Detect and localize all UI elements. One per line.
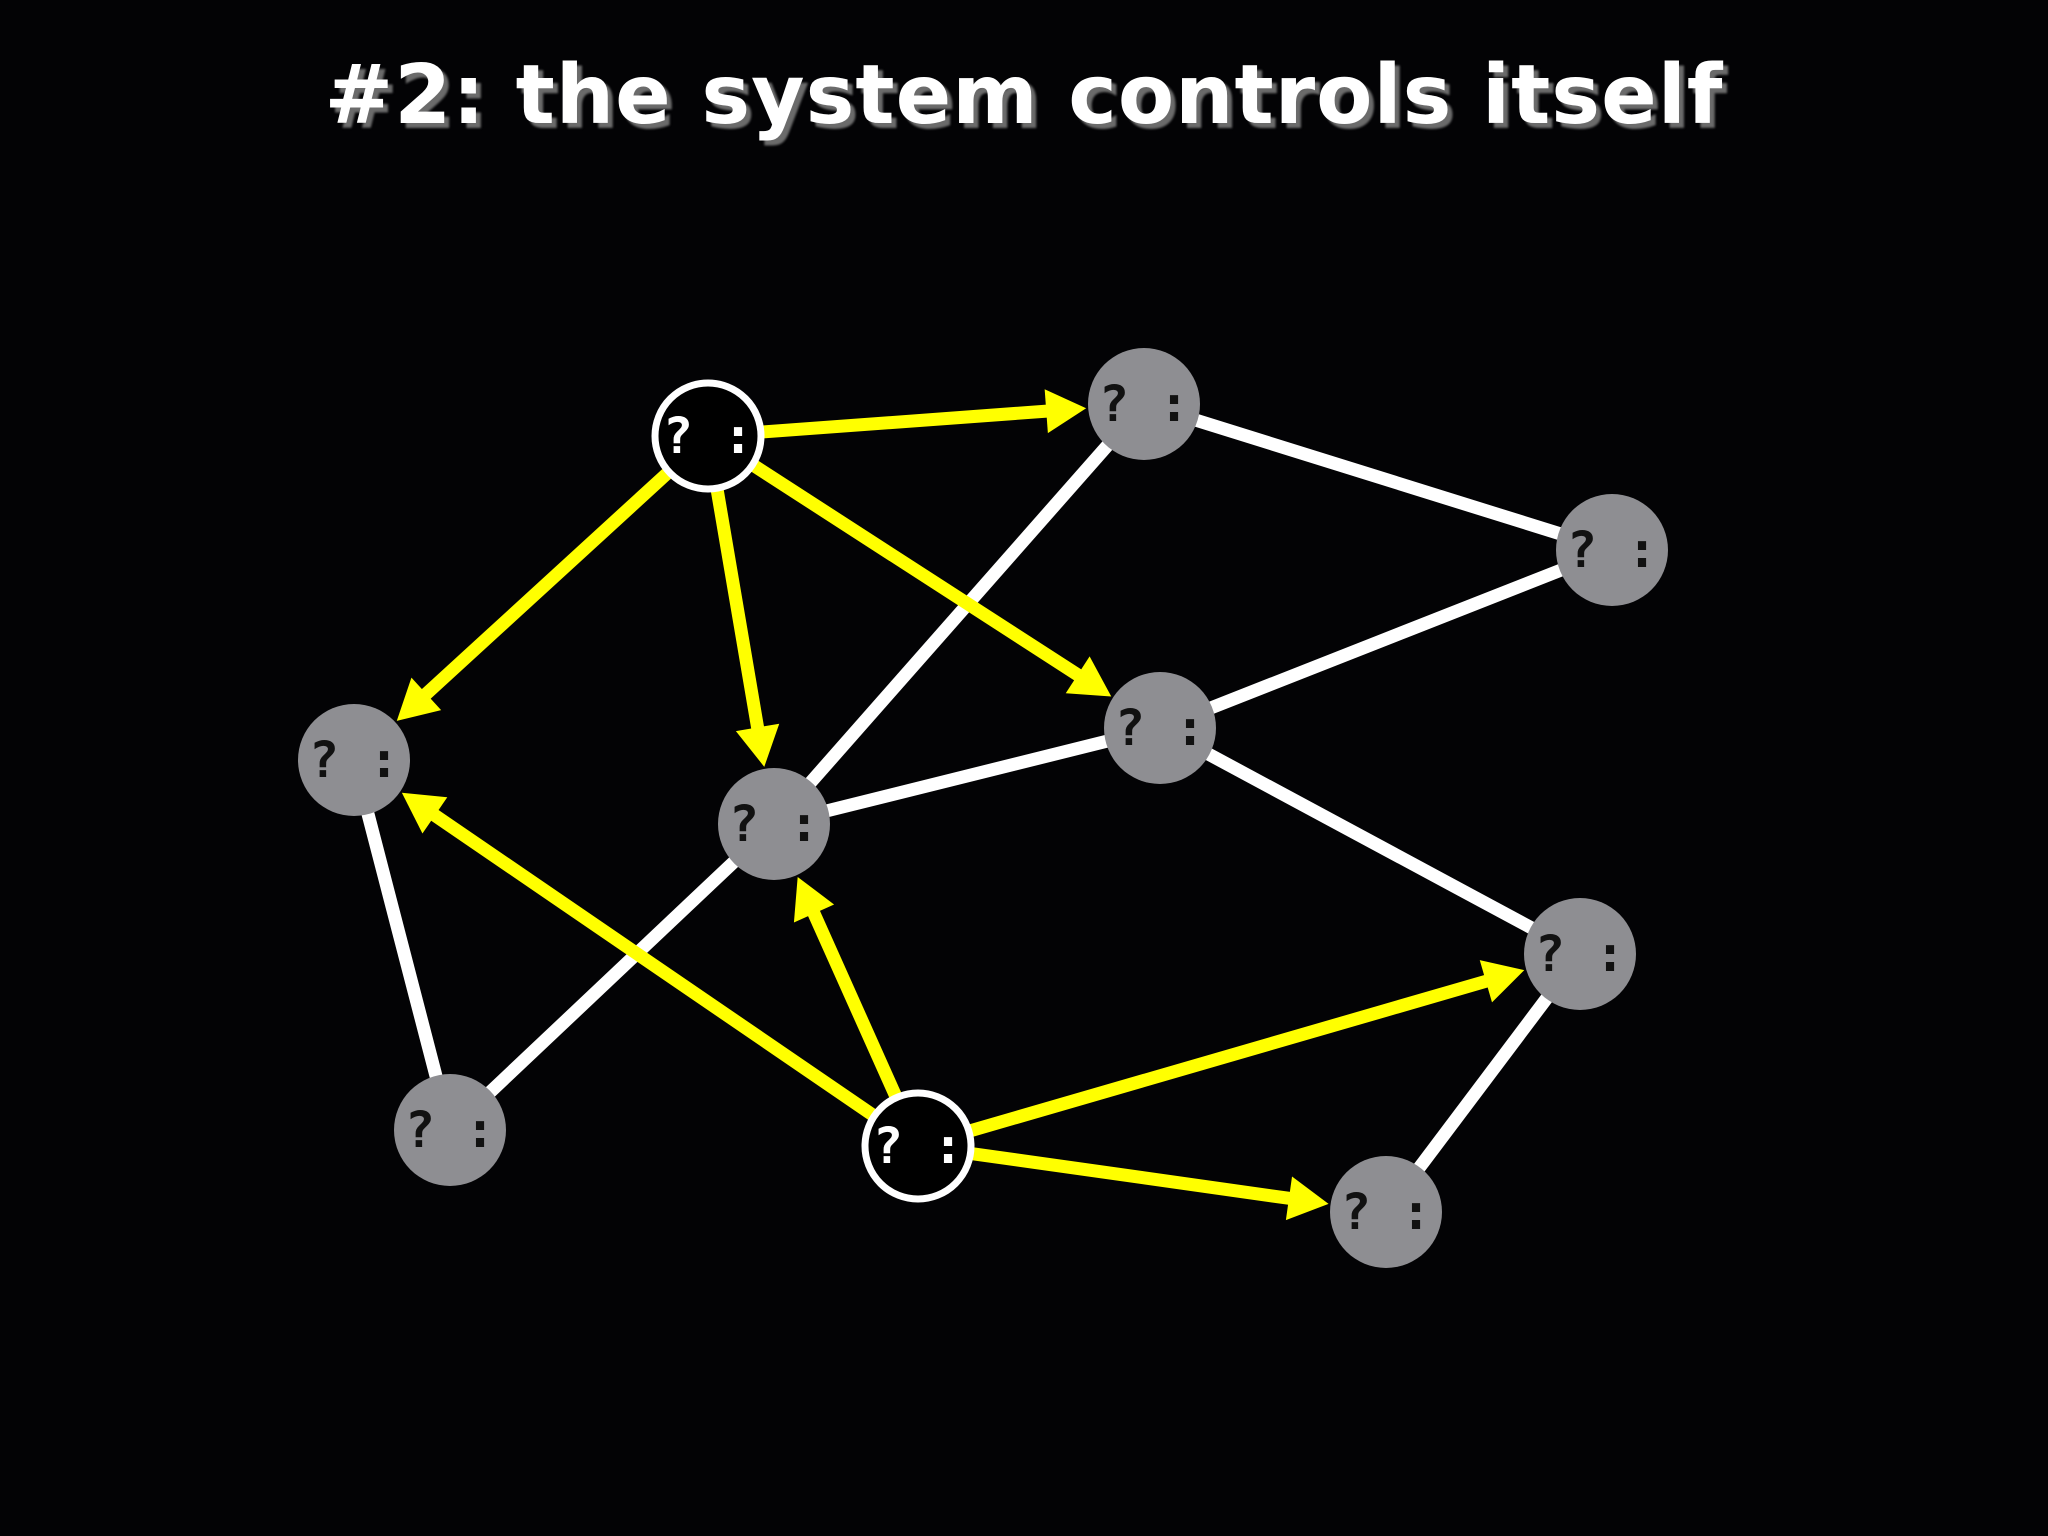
node-circle: [298, 704, 410, 816]
link-n_mid-n_right: [1157, 543, 1615, 735]
link-n_top-n_right: [1142, 397, 1614, 557]
link-n_mid-n_lowright: [1156, 722, 1584, 960]
controller-node-c1: ? :: [651, 379, 765, 493]
node-label: ? :: [1341, 1183, 1431, 1241]
node-label: ? :: [1535, 925, 1625, 983]
arrow-c1-n_center: [710, 486, 780, 767]
node-circle: [1524, 898, 1636, 1010]
node-circle: [718, 768, 830, 880]
node-n_bottom: ? :: [1330, 1156, 1442, 1268]
link-n_center-n_bottomleft: [445, 819, 779, 1135]
node-label: ? :: [1567, 521, 1657, 579]
node-label: ? :: [1099, 375, 1189, 433]
node-n_right: ? :: [1556, 494, 1668, 606]
node-label: ? :: [663, 407, 753, 465]
node-n_bottomleft: ? :: [394, 1074, 506, 1186]
link-n_center-n_mid: [772, 721, 1162, 831]
controller-node-c2: ? :: [861, 1089, 975, 1203]
node-circle: [1088, 348, 1200, 460]
node-circle: [651, 379, 765, 493]
arrow-c1-n_top: [759, 389, 1087, 439]
node-label: ? :: [729, 795, 819, 853]
node-n_lowright: ? :: [1524, 898, 1636, 1010]
node-circle: [394, 1074, 506, 1186]
arrow-c2-n_center: [793, 876, 903, 1102]
arrows-layer: [396, 389, 1525, 1221]
links-layer: [347, 397, 1615, 1216]
link-n_left-n_bottomleft: [347, 758, 457, 1132]
node-n_center: ? :: [718, 768, 830, 880]
node-circle: [1330, 1156, 1442, 1268]
node-circle: [1556, 494, 1668, 606]
node-circle: [861, 1089, 975, 1203]
arrow-c2-n_bottom: [968, 1146, 1329, 1221]
node-circle: [1104, 672, 1216, 784]
node-n_top: ? :: [1088, 348, 1200, 460]
slide-title: #2: the system controls itself: [324, 48, 1724, 143]
link-n_top-n_center: [769, 399, 1149, 829]
node-label: ? :: [309, 731, 399, 789]
node-label: ? :: [405, 1101, 495, 1159]
arrow-c2-n_left: [401, 792, 879, 1122]
arrow-c1-n_mid: [748, 458, 1112, 697]
node-label: ? :: [1115, 699, 1205, 757]
arrow-c2-n_lowright: [966, 960, 1525, 1138]
nodes-layer: ? : ? : ? : ? : ? : ? : ? : ? : ? : ? :: [298, 348, 1668, 1268]
node-n_mid: ? :: [1104, 672, 1216, 784]
node-n_left: ? :: [298, 704, 410, 816]
node-label: ? :: [873, 1117, 963, 1175]
arrow-c1-n_left: [396, 466, 675, 721]
